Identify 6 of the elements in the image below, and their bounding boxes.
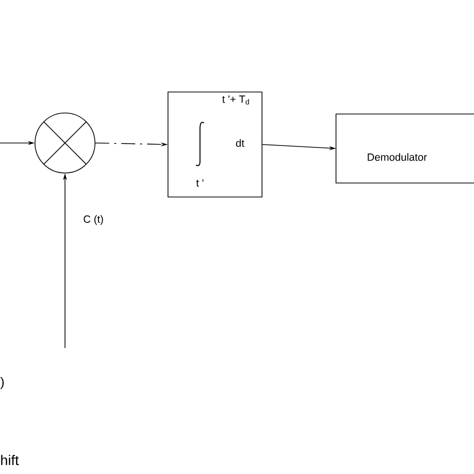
text-fragment: hift <box>1 454 19 466</box>
integrator-box: t '+ T$_{d}$ dt t ' <box>168 92 262 198</box>
edge-label: C (t) <box>84 215 103 225</box>
demodulator-box: Demodulator <box>336 114 474 184</box>
text-fragment: ) <box>0 376 4 390</box>
multiplier-circle <box>34 112 96 174</box>
